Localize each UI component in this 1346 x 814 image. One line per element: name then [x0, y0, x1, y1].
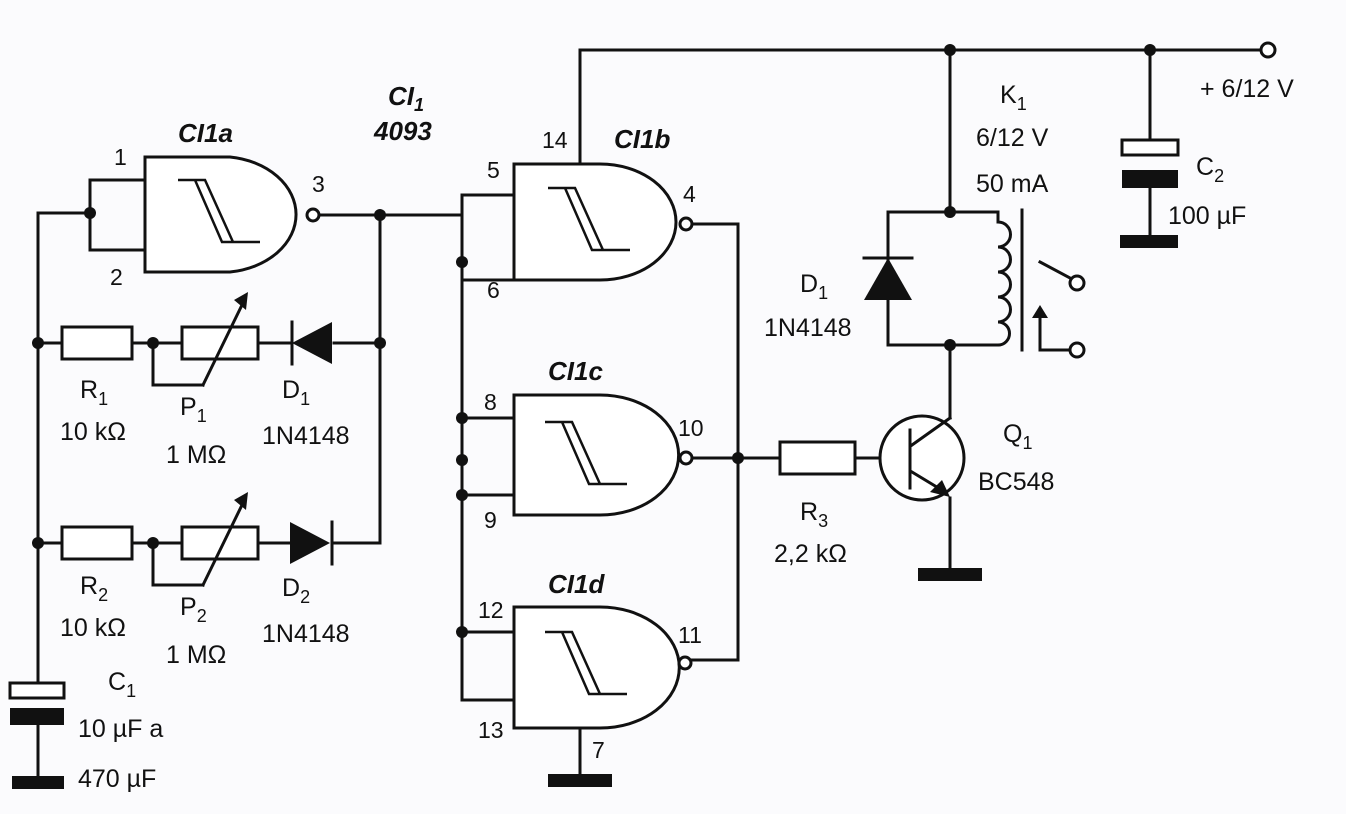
p1-value: 1 MΩ	[166, 441, 226, 469]
transistor-q1	[878, 414, 966, 502]
resistor-r2	[60, 525, 134, 561]
resistor-r3	[778, 440, 857, 476]
relay-contact-top	[1068, 274, 1086, 292]
d1-ref: D1	[282, 376, 310, 409]
r1-ref: R1	[80, 376, 108, 409]
pin-1: 1	[114, 144, 127, 170]
schmitt-symbol-d	[545, 630, 627, 696]
r3-value: 2,2 kΩ	[774, 540, 847, 568]
p2-ref: P2	[180, 593, 207, 626]
ic-type: 4093	[373, 116, 432, 146]
c2-value: 100 µF	[1168, 202, 1246, 230]
pin-12: 12	[478, 597, 504, 623]
junctions	[32, 44, 1156, 638]
r2-value: 10 kΩ	[60, 614, 126, 642]
r3-ref: R3	[800, 498, 828, 531]
r1-value: 10 kΩ	[60, 418, 126, 446]
c1-ref: C1	[108, 668, 136, 701]
d1r-value: 1N4148	[764, 314, 852, 342]
pin-8: 8	[484, 389, 497, 415]
capacitor-c2	[1120, 138, 1180, 248]
gate-ci1c	[512, 393, 694, 517]
gate-ci1d	[512, 605, 693, 730]
pin-13: 13	[478, 717, 504, 743]
gate-a-label: CI1a	[178, 118, 233, 148]
pin-7: 7	[592, 737, 605, 763]
gate-ci1b	[512, 162, 694, 282]
relay-contact-bottom	[1068, 341, 1086, 359]
pin-11: 11	[678, 622, 702, 648]
pin-9: 9	[484, 507, 497, 533]
pin-2: 2	[110, 264, 123, 290]
potentiometer-p2	[180, 492, 260, 588]
pin-3: 3	[312, 171, 325, 197]
schmitt-symbol-a	[178, 178, 260, 244]
d2-ref: D2	[282, 574, 310, 607]
c1-value-2: 470 µF	[78, 765, 156, 793]
p2-value: 1 MΩ	[166, 641, 226, 669]
supply-terminal	[1259, 41, 1277, 59]
r2-ref: R2	[80, 572, 108, 605]
gate-b-label: CI1b	[614, 124, 670, 154]
gate-c-label: CI1c	[548, 356, 603, 386]
relay-k1	[996, 208, 1086, 359]
ground-c2	[1120, 235, 1178, 248]
potentiometer-p1	[180, 292, 260, 388]
pin-6: 6	[487, 277, 500, 303]
wires	[36, 48, 1264, 780]
resistor-r1	[60, 325, 134, 361]
q1-value: BC548	[978, 468, 1054, 496]
pin-14: 14	[542, 127, 568, 153]
gate-ci1a	[143, 155, 321, 274]
c2-ref: C2	[1196, 153, 1224, 186]
k1-value-1: 6/12 V	[976, 124, 1049, 152]
ground-q1	[918, 568, 982, 581]
capacitor-c1	[8, 681, 66, 789]
q1-ref: Q1	[1003, 420, 1032, 453]
pin-5: 5	[487, 157, 500, 183]
ic-name: CI1	[388, 81, 424, 115]
ground-c1	[12, 776, 64, 789]
pin-10: 10	[678, 415, 704, 441]
gate-d-label: CI1d	[548, 569, 605, 599]
diode-d1-relay	[862, 256, 914, 300]
supply-label: + 6/12 V	[1200, 75, 1294, 103]
k1-ref: K1	[1000, 81, 1027, 114]
pin-4: 4	[683, 181, 696, 207]
d1-value: 1N4148	[262, 422, 350, 450]
k1-value-2: 50 mA	[976, 170, 1049, 198]
diode-d2	[290, 520, 334, 566]
diode-d1	[290, 320, 332, 366]
schmitt-symbol-c	[545, 420, 627, 486]
d1r-ref: D1	[800, 270, 828, 303]
p1-ref: P1	[180, 393, 207, 426]
schmitt-symbol-b	[548, 186, 630, 252]
ground-ic	[548, 774, 612, 787]
d2-value: 1N4148	[262, 620, 350, 648]
c1-value-1: 10 µF a	[78, 715, 163, 743]
